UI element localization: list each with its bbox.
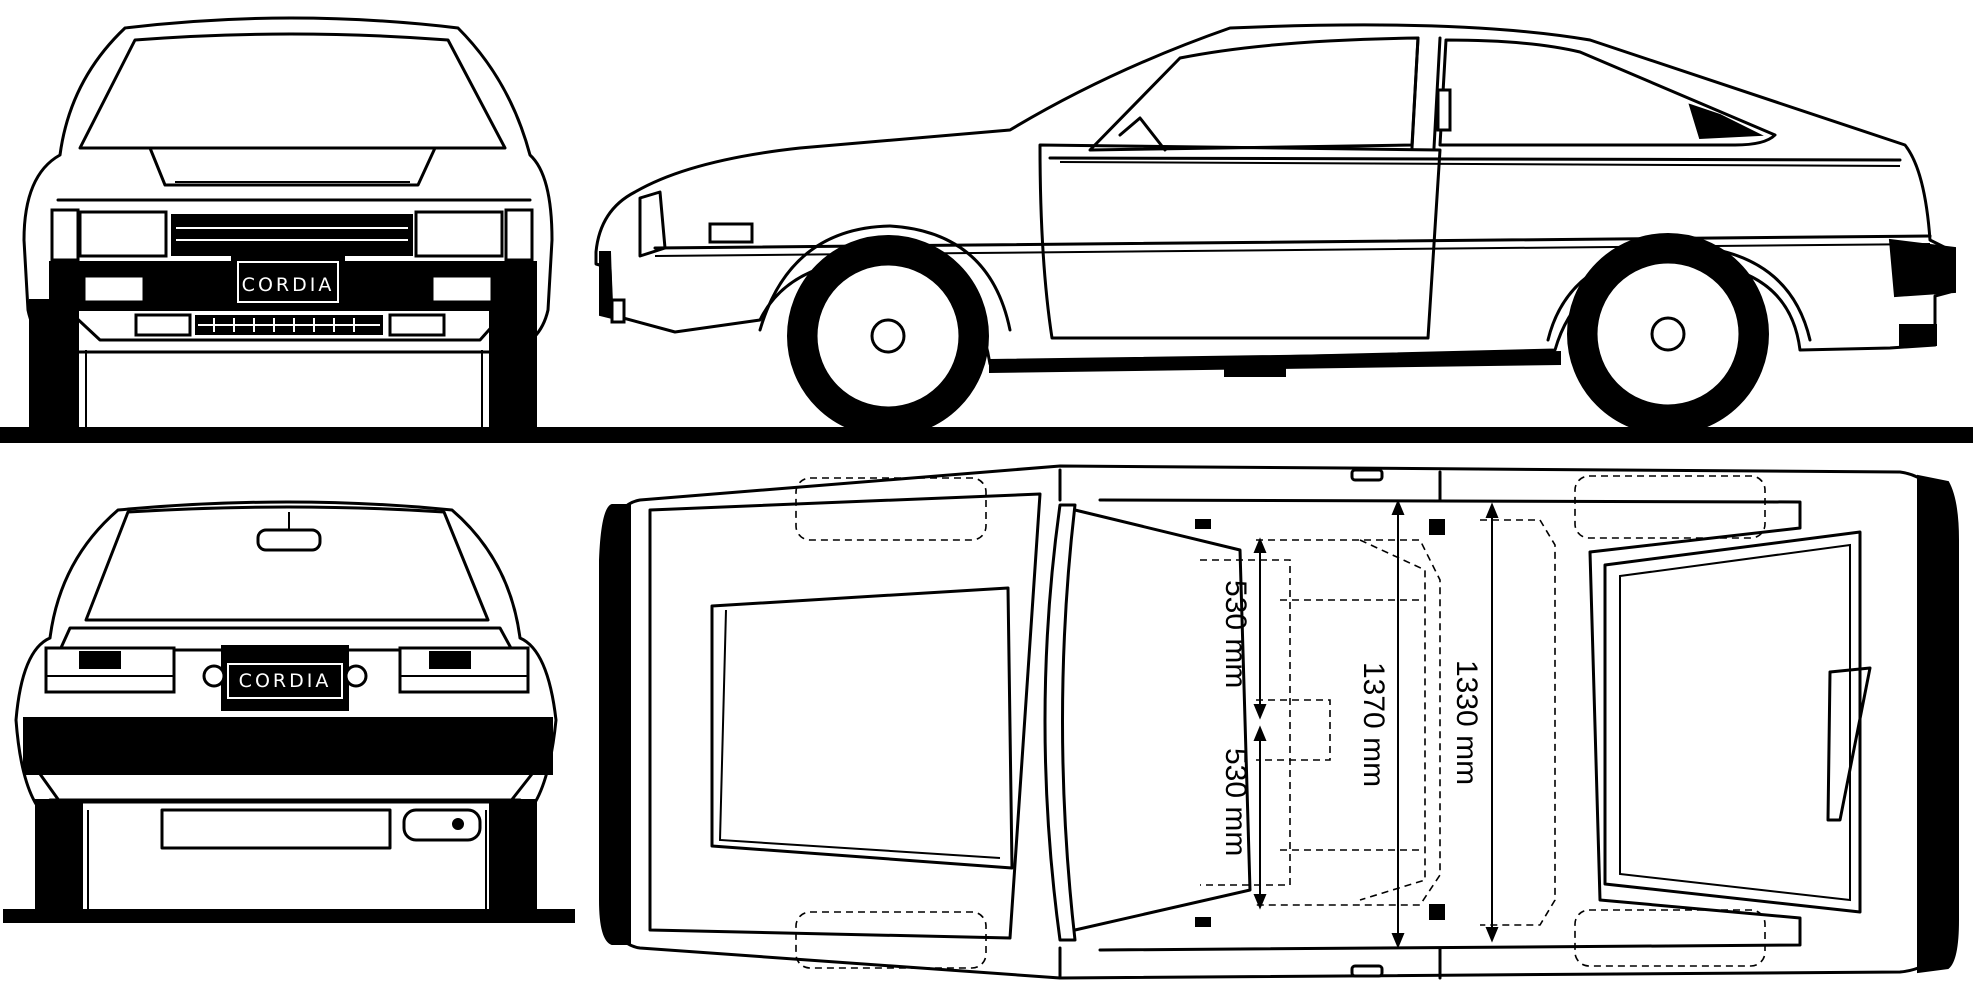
- rear-left-tire: [35, 799, 83, 913]
- top-view: 530 mm 530 mm 1370 mm 1330 mm: [599, 464, 1959, 980]
- dim-interior-width: 1370 mm: [1357, 662, 1390, 787]
- rear-badge-plate: [221, 645, 349, 711]
- top-windshield: [1043, 503, 1077, 942]
- front-left-tire: [29, 299, 79, 429]
- side-view: [594, 23, 1956, 437]
- front-windshield: [78, 32, 507, 150]
- rear-right-tire: [489, 799, 537, 913]
- top-rear-hatch: [1603, 530, 1862, 914]
- ground-line-bottom: [3, 909, 575, 923]
- side-rear-bumper: [1888, 238, 1956, 298]
- top-front-seat-left-outline: [795, 477, 987, 541]
- top-front-seat-right-outline: [795, 911, 987, 969]
- ground-line-top: [0, 427, 1973, 443]
- rear-bumper: [23, 717, 553, 775]
- front-left-headlight: [78, 210, 168, 258]
- front-body-outline: [22, 16, 554, 354]
- front-badge-text: CORDIA: [242, 274, 335, 296]
- front-view: CORDIA: [0, 16, 1973, 443]
- top-roof: [1098, 498, 1802, 952]
- top-rear-bumper: [1917, 474, 1959, 974]
- dim-rear-interior-width: 1330 mm: [1450, 660, 1483, 785]
- front-grille: [171, 214, 413, 256]
- front-badge-plate: [231, 255, 345, 309]
- top-hood: [710, 586, 1014, 870]
- rear-view: CORDIA: [3, 500, 575, 923]
- dim-seat-rear: 530 mm: [1219, 748, 1252, 856]
- side-window-rear: [1438, 38, 1777, 147]
- side-door: [1038, 143, 1442, 340]
- rear-right-taillight: [398, 646, 530, 694]
- dim-seat-front: 530 mm: [1219, 580, 1252, 688]
- rear-window: [84, 505, 490, 622]
- rear-badge-text: CORDIA: [239, 670, 332, 692]
- front-right-headlight: [414, 210, 504, 258]
- side-window-front: [1088, 36, 1420, 152]
